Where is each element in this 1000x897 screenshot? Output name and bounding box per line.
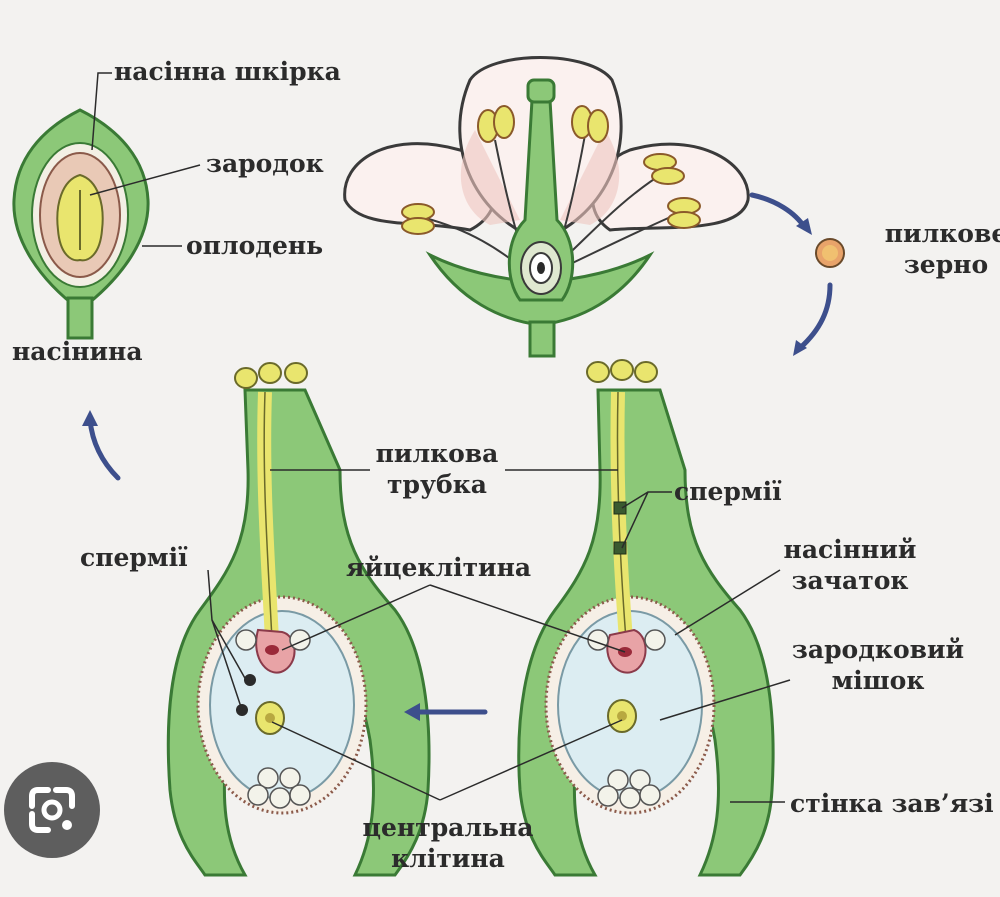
label-pericarp: оплодень [186,231,324,260]
label-sperm-right: спермії [674,477,782,506]
label-seed-coat: насінна шкірка [114,57,341,86]
label-seed: насінина [12,337,143,366]
arrow-to-seed [87,417,121,481]
label-ovule: насінний зачаток [783,535,917,596]
label-pollen-tube: пилкова трубка [375,439,499,500]
label-pollen-grain: пилкове зерно [884,219,1000,280]
seed-illustration [12,108,150,340]
left-pistil-illustration [166,362,431,877]
seed-leaders [89,72,201,247]
lens-search-button[interactable] [4,762,100,858]
label-ovary-wall: стінка зав’язі [790,789,994,818]
label-sperm-left: спермії [80,543,188,572]
arrow-flower-to-pollen [749,192,808,231]
right-pistil-illustration [517,359,775,877]
pollen-grain-illustration [815,238,845,268]
label-egg-cell: яйцеклітина [346,553,532,582]
flower-illustration [343,56,750,358]
pistil-leaders [207,469,791,803]
label-embryo: зародок [206,149,324,178]
lens-search-icon [29,787,75,833]
arrow-pollen-to-pistil [797,282,833,351]
label-central-cell: центральна клітина [362,813,534,874]
label-embryo-sac: зародковий мішок [791,635,965,696]
